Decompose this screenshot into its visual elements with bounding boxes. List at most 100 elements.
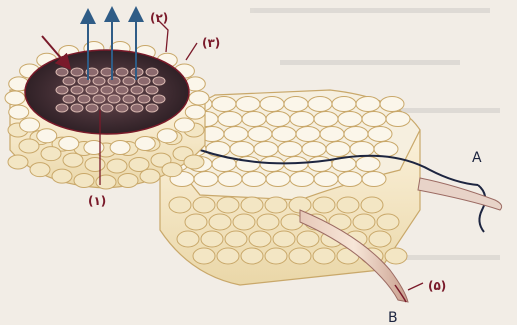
epidermis-cell [174, 118, 194, 132]
vascular-cell [108, 95, 120, 103]
vascular-cell [78, 95, 90, 103]
vascular-cell [123, 77, 135, 85]
parenchyma-cell [260, 97, 284, 112]
parenchyma-cell [362, 112, 386, 127]
parenchyma-cell [266, 112, 290, 127]
vascular-cell [93, 95, 105, 103]
parenchyma-cell [177, 231, 199, 247]
vascular-cell [71, 86, 83, 94]
parenchyma-cell [362, 172, 386, 187]
parenchyma-cell [278, 142, 302, 157]
cortex-cell [8, 155, 28, 169]
cortex-cell [96, 175, 116, 189]
vascular-cell [138, 77, 150, 85]
epidermis-cell [110, 140, 130, 154]
cortex-cell [118, 173, 138, 187]
cortex-cell [74, 173, 94, 187]
vascular-cell [108, 77, 120, 85]
parenchyma-cell [193, 197, 215, 213]
epidermis-cell [84, 140, 104, 154]
epidermis-cell [59, 136, 79, 150]
parenchyma-cell [212, 97, 236, 112]
parenchyma-cell [385, 248, 407, 264]
vascular-cell [71, 104, 83, 112]
label-5: (۵) [428, 279, 446, 293]
parenchyma-cell [218, 172, 242, 187]
parenchyma-cell [313, 248, 335, 264]
parenchyma-cell [225, 231, 247, 247]
parenchyma-cell [380, 97, 404, 112]
parenchyma-cell [273, 231, 295, 247]
vascular-cell [86, 104, 98, 112]
label-2: (۲) [150, 11, 168, 25]
vascular-cell [116, 86, 128, 94]
parenchyma-cell [290, 172, 314, 187]
parenchyma-cell [297, 231, 319, 247]
parenchyma-cell [233, 214, 255, 230]
parenchyma-cell [185, 214, 207, 230]
epidermis-cell [20, 118, 40, 132]
parenchyma-cell [248, 127, 272, 142]
vascular-cell [56, 86, 68, 94]
parenchyma-cell [361, 197, 383, 213]
vascular-cell [146, 86, 158, 94]
parenchyma-cell [356, 97, 380, 112]
vascular-cell [116, 104, 128, 112]
parenchyma-cell [386, 112, 410, 127]
parenchyma-cell [272, 127, 296, 142]
vascular-cell [131, 86, 143, 94]
parenchyma-cell [194, 172, 218, 187]
core-cells [56, 68, 165, 112]
parenchyma-cell [217, 248, 239, 264]
cortex-cell [184, 155, 204, 169]
parenchyma-cell [377, 214, 399, 230]
parenchyma-cell [326, 142, 350, 157]
vascular-cell [101, 86, 113, 94]
parenchyma-cell [369, 231, 391, 247]
parenchyma-cell [201, 231, 223, 247]
vascular-cell [86, 86, 98, 94]
parenchyma-cell [218, 112, 242, 127]
cortex-cell [107, 159, 127, 173]
label-1: (۱) [88, 194, 106, 208]
parenchyma-cell [241, 197, 263, 213]
parenchyma-cell [314, 172, 338, 187]
parenchyma-cell [266, 172, 290, 187]
parenchyma-cell [314, 112, 338, 127]
parenchyma-cell [337, 197, 359, 213]
vascular-cell [123, 95, 135, 103]
parenchyma-cell [236, 97, 260, 112]
parenchyma-cell [353, 214, 375, 230]
vascular-cell [93, 77, 105, 85]
epidermis-cell [157, 129, 177, 143]
parenchyma-cell [193, 248, 215, 264]
parenchyma-cell [265, 248, 287, 264]
vascular-cell [153, 95, 165, 103]
vascular-cell [63, 95, 75, 103]
parenchyma-cell [320, 127, 344, 142]
parenchyma-cell [332, 97, 356, 112]
parenchyma-cell [241, 248, 263, 264]
parenchyma-cell [284, 97, 308, 112]
parenchyma-cell [254, 142, 278, 157]
vascular-cell [116, 68, 128, 76]
cortex-cell [63, 153, 83, 167]
cortex-cell [52, 169, 72, 183]
parenchyma-cell [313, 197, 335, 213]
vascular-cell [63, 77, 75, 85]
vascular-cell [138, 95, 150, 103]
vascular-cell [101, 104, 113, 112]
epidermis-cell [189, 91, 209, 105]
parenchyma-cell [209, 214, 231, 230]
parenchyma-cell [224, 127, 248, 142]
vascular-cell [131, 104, 143, 112]
epidermis-cell [135, 136, 155, 150]
label-b: B [388, 310, 398, 325]
cortex-cell [41, 147, 61, 161]
epidermis-cell [185, 105, 205, 119]
parenchyma-cell [338, 172, 362, 187]
vascular-cell [153, 77, 165, 85]
label-3: (۳) [202, 36, 220, 50]
